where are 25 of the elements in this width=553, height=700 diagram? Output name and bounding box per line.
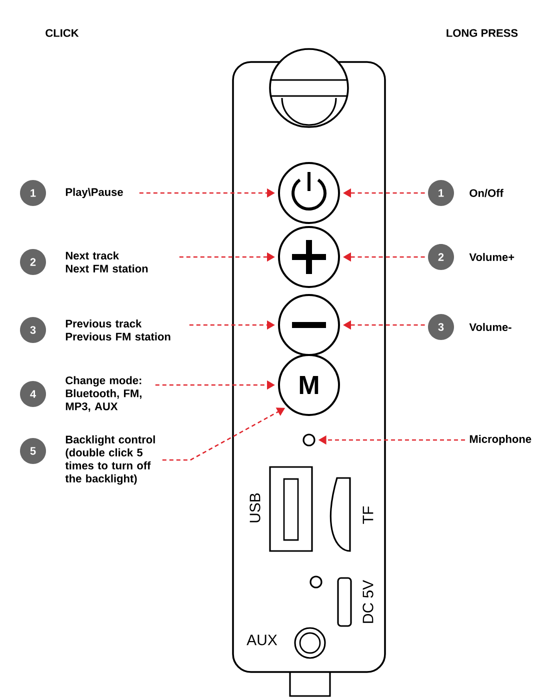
function-text: Change mode: Bluetooth, FM, MP3, AUX [66,376,142,412]
function-text: Volume- [469,322,512,332]
function-text: Volume+ [469,252,514,262]
function-text: Microphone [470,434,532,446]
number-badge: 1 [428,180,454,206]
function-text: On/Off [470,188,504,198]
function-text: Previous track Previous FM station [66,319,170,341]
heading: CLICK [46,29,79,37]
port-label: DC 5V [362,580,374,623]
function-text: Backlight control (double click 5 times to turn off the backlight) [65,435,155,485]
number-badge: 2 [428,244,454,270]
microphone-hole [302,434,316,446]
number-badge: 2 [20,249,46,275]
function-text: Play\Pause [66,188,123,198]
number-badge: 5 [20,438,46,464]
port-label: USB [250,493,260,522]
number-badge: 3 [428,314,454,340]
heading: LONG PRESS [446,29,518,37]
port-label: TF [362,506,374,524]
function-text: Next track Next FM station [66,251,148,273]
mode-button: M [278,354,340,416]
port-label: AUX [246,634,278,646]
number-badge: 3 [20,317,46,343]
number-badge: 1 [20,180,46,206]
number-badge: 4 [20,381,46,407]
